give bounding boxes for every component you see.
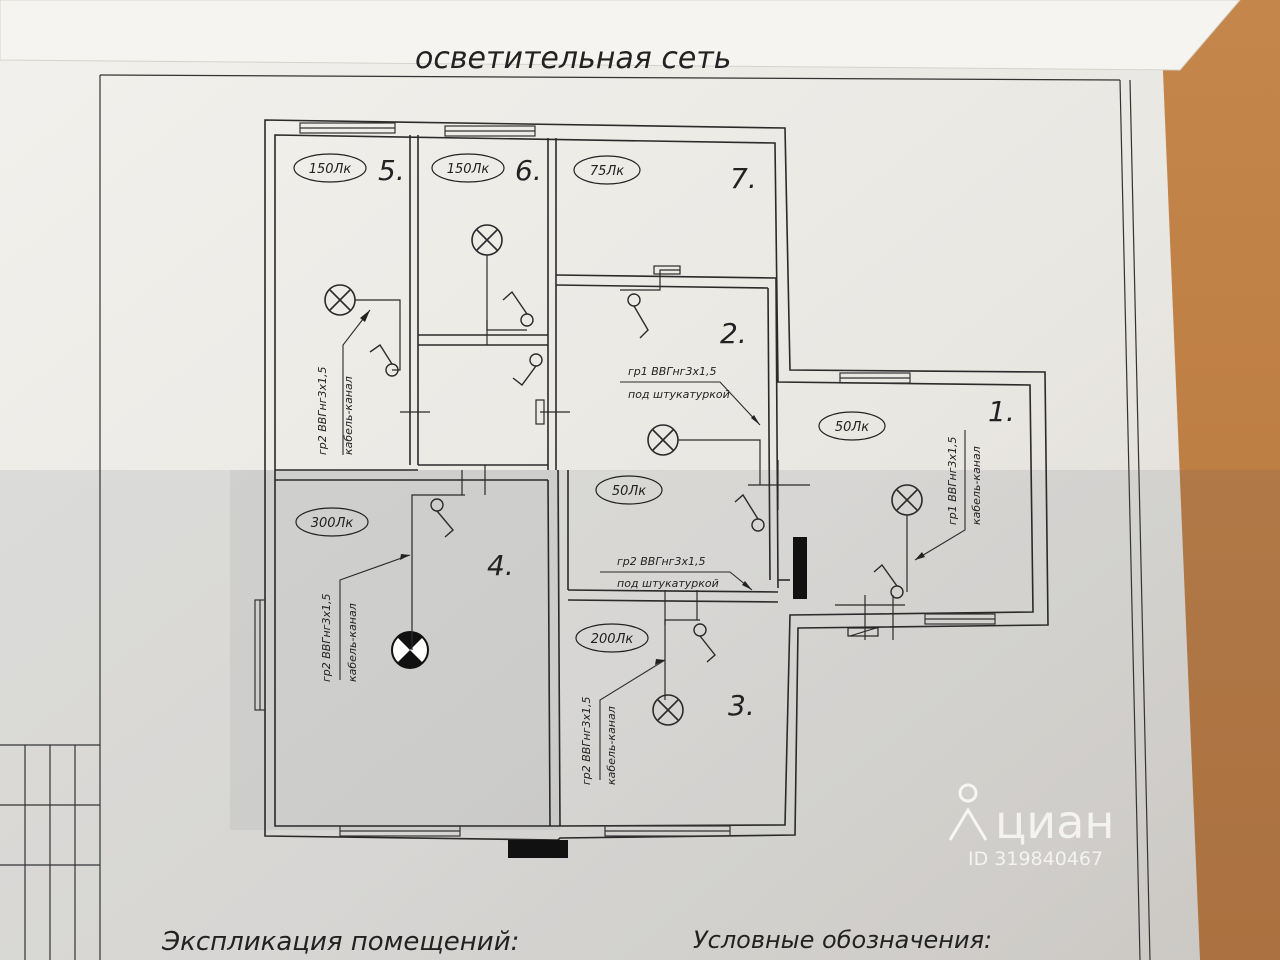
lux-ovals: [293, 153, 886, 653]
room-number-7: 7.: [730, 162, 757, 195]
cable-label-room4: гр2 ВВГнг3х1,5: [320, 594, 333, 682]
stamp-grid: [0, 744, 100, 960]
switch-icon: [734, 493, 765, 532]
legend-heading: Условные обозначения:: [693, 926, 992, 954]
paper-sheet: [0, 0, 1200, 960]
lux-label-room5: 150Лк: [309, 162, 352, 177]
switch-icon: [627, 293, 649, 339]
switch-icon: [430, 498, 454, 538]
lux-label-room1: 50Лк: [835, 420, 869, 435]
cable-label-room5: гр2 ВВГнг3х1,5: [316, 367, 329, 455]
cable-label-room4-method: кабель-канал: [346, 603, 359, 682]
lux-label-room6: 150Лк: [447, 162, 490, 177]
room-number-5: 5.: [378, 154, 405, 187]
room-number-4: 4.: [487, 549, 514, 582]
entrance-marker: [508, 840, 568, 858]
room-number-2: 2.: [720, 317, 747, 350]
switches: [369, 290, 904, 663]
shadow-region: [0, 470, 1280, 960]
windows: [254, 122, 996, 837]
lux-label-room3: 200Лк: [591, 632, 634, 647]
cian-logo-icon: [948, 783, 988, 841]
watermark-brand: циан: [995, 795, 1115, 849]
cable-label-room1: гр1 ВВГнг3х1,5: [946, 437, 959, 525]
page-flap: [0, 0, 1241, 71]
watermark-id: ID 319840467: [968, 848, 1104, 870]
cable-label-room2-lower-method: под штукатуркой: [617, 577, 719, 590]
room-number-1: 1.: [988, 395, 1015, 428]
switch-icon: [502, 290, 534, 327]
electric-panel: [793, 537, 807, 599]
room-number-3: 3.: [728, 689, 755, 722]
cable-label-room2-upper: гр1 ВВГнг3х1,5: [628, 365, 716, 378]
cable-label-room2-lower: гр2 ВВГнг3х1,5: [617, 555, 705, 568]
cable-label-room1-method: кабель-канал: [970, 446, 983, 525]
interior-walls: [275, 135, 790, 827]
explication-heading: Экспликация помещений:: [161, 927, 519, 957]
cable-label-room2-upper-method: под штукатуркой: [628, 388, 730, 401]
lamp-bold-icon: [391, 631, 429, 669]
cable-label-room3-method: кабель-канал: [605, 706, 618, 785]
leader-lines: [339, 309, 966, 780]
wiring: [355, 255, 908, 700]
lamp-icon: [652, 694, 684, 726]
switch-icon: [693, 623, 716, 663]
sheet-title-partial: осветительная сеть: [415, 41, 731, 76]
lamp-icon: [471, 224, 503, 256]
lux-label-room4: 300Лк: [311, 516, 354, 531]
lux-label-room7: 75Лк: [590, 164, 624, 179]
lux-label-room2: 50Лк: [612, 484, 646, 499]
room-number-6: 6.: [515, 154, 542, 187]
switch-icon: [873, 563, 904, 599]
switch-icon: [512, 353, 543, 386]
cable-label-room3: гр2 ВВГнг3х1,5: [580, 697, 593, 785]
cable-label-room5-method: кабель-канал: [342, 376, 355, 455]
